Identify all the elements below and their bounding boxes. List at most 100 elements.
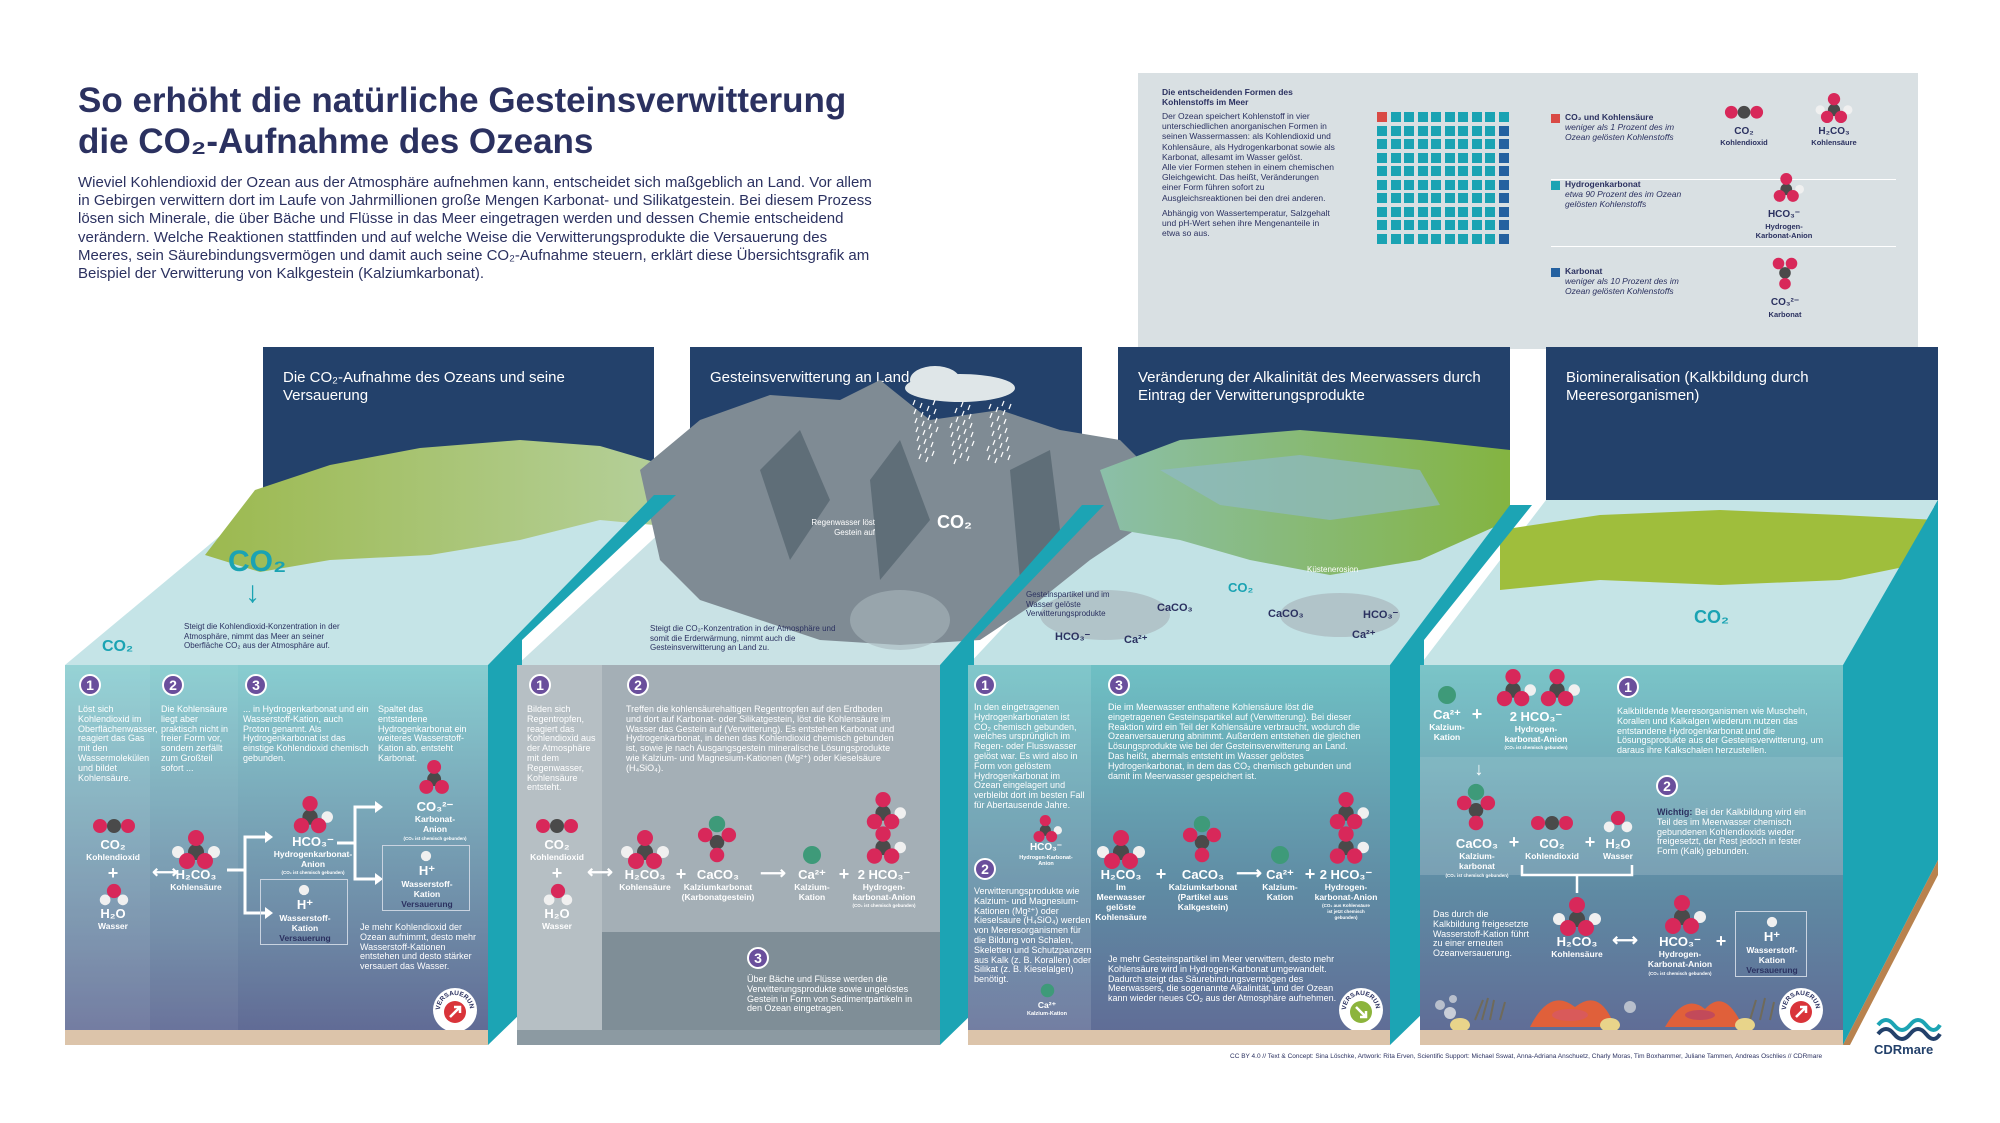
caco3-molecule-icon [1456,783,1496,831]
waffle-cell [1471,139,1482,149]
formula: Ca²⁺ [1266,867,1294,882]
equilibrium-arrow-icon: ⟷ [152,862,178,882]
atom [1665,918,1681,934]
formula: HCO₃⁻ [1659,934,1701,949]
waffle-cell [1377,179,1387,190]
step-number: 2 [974,858,996,880]
waffle-cell [1417,166,1428,176]
page-title: So erhöht die natürliche Gesteinsverwitt… [78,81,847,161]
atom [564,819,578,833]
formula: H₂O [544,906,570,921]
atom [1724,105,1738,119]
atom [657,846,669,858]
waffle-cell [1377,220,1387,230]
co2-label: CO₂ [1694,607,1729,627]
reaction-arrow-icon: ⟶ [1236,863,1262,883]
cdrmare-logo-icon [1876,1018,1942,1041]
step-number: 3 [1108,674,1130,696]
waffle-cell [1444,179,1455,190]
atom [721,827,737,843]
coast-erosion-label: Küstenerosion [1307,565,1359,574]
molecule-name: Karbonat-Anion [414,814,456,834]
ca-ion-icon [803,846,821,864]
waffle-cell [1417,193,1428,203]
atom [561,894,573,906]
atom [107,819,121,833]
atom [884,813,900,830]
waffle-cell [1444,206,1455,217]
molecule-name: Hydrogen-Karbonat-Anion [1019,855,1073,867]
atom [311,817,327,834]
waffle-cell [1498,179,1509,190]
waffle-cell [1444,152,1455,163]
waffle-cell [1444,220,1455,230]
atom [1329,813,1346,830]
step-text: In den eingetragenen Hydrogenkarbonaten … [974,702,1085,810]
hco3-label: HCO₃⁻ [1055,631,1091,643]
waffle-cell [1485,152,1495,163]
atom [1589,913,1601,925]
molecule-name: Kohlendioxid [1525,851,1579,861]
waffle-cell [1471,166,1482,176]
atom [1357,807,1369,819]
co3-molecule-icon [419,760,449,794]
h2o-molecule-icon [543,883,573,906]
waffle-cell [1498,139,1509,149]
atom [1338,826,1354,842]
waffle-cell [1417,152,1428,163]
acidification-label: Versauerung [401,899,453,909]
hco3-label: HCO₃⁻ [1363,609,1399,621]
atom [420,850,432,862]
waffle-cell [1404,112,1414,122]
atom [1773,189,1786,202]
waffle-cell [1444,233,1455,244]
waffle-cell [1390,179,1401,190]
atom [1560,920,1576,936]
waffle-cell [1498,112,1509,122]
h-ion-icon [420,850,432,862]
atom [1480,795,1496,811]
atom [1694,911,1706,923]
atom [1194,834,1210,850]
legend-swatch-hco3 [1551,181,1560,190]
atom [172,846,184,858]
waffle-cell [1498,233,1509,244]
h2o-molecule-icon [99,883,129,906]
waffle-cell [1471,179,1482,190]
waffle-cell [1485,112,1495,122]
atom [1557,690,1574,707]
formula: CO₂ [1539,836,1565,851]
divider [1551,179,1896,180]
waffle-cell [1485,139,1495,149]
formula: Ca²⁺ [1037,1000,1057,1010]
atom [1549,669,1565,685]
molecule-name: Wasserstoff-Kation [401,879,453,899]
step-text: Die im Meerwasser enthaltene Kohlensäure… [1108,702,1361,781]
ocean-uptake-text: Steigt die Kohlendioxid-Konzentration in… [184,622,340,650]
plus-icon: + [1471,704,1483,724]
step-number: 3 [747,947,769,969]
waffle-cell [1458,152,1468,163]
acidification-label: Versauerung [1746,965,1798,975]
atom [1750,105,1764,119]
atom [1578,920,1594,936]
step-text: Das durch die Kalkbildung freigesetzte W… [1433,909,1530,959]
h-ion-icon [1766,916,1778,928]
molecule-name: Hydrogen-Karbonat-Anion [1755,222,1813,240]
waffle-cell [1471,125,1482,136]
column-bg [968,665,1091,1045]
atom [1133,846,1145,858]
waffle-cell [1431,233,1441,244]
atom [1467,783,1485,801]
step-number: 1 [1617,676,1639,698]
molecule-name: Kohlensäure [619,882,671,892]
molecule-name: Wasser [542,921,572,931]
plus-icon: + [551,863,563,883]
atom [646,853,662,869]
waffle-cell [1485,166,1495,176]
molecule-name: Kohlensäure [170,882,222,892]
step-text: Verwitterungsprodukte wie Kalzium- und M… [974,886,1092,985]
step-number: 1 [79,674,101,696]
co2-molecule-icon [93,819,135,833]
